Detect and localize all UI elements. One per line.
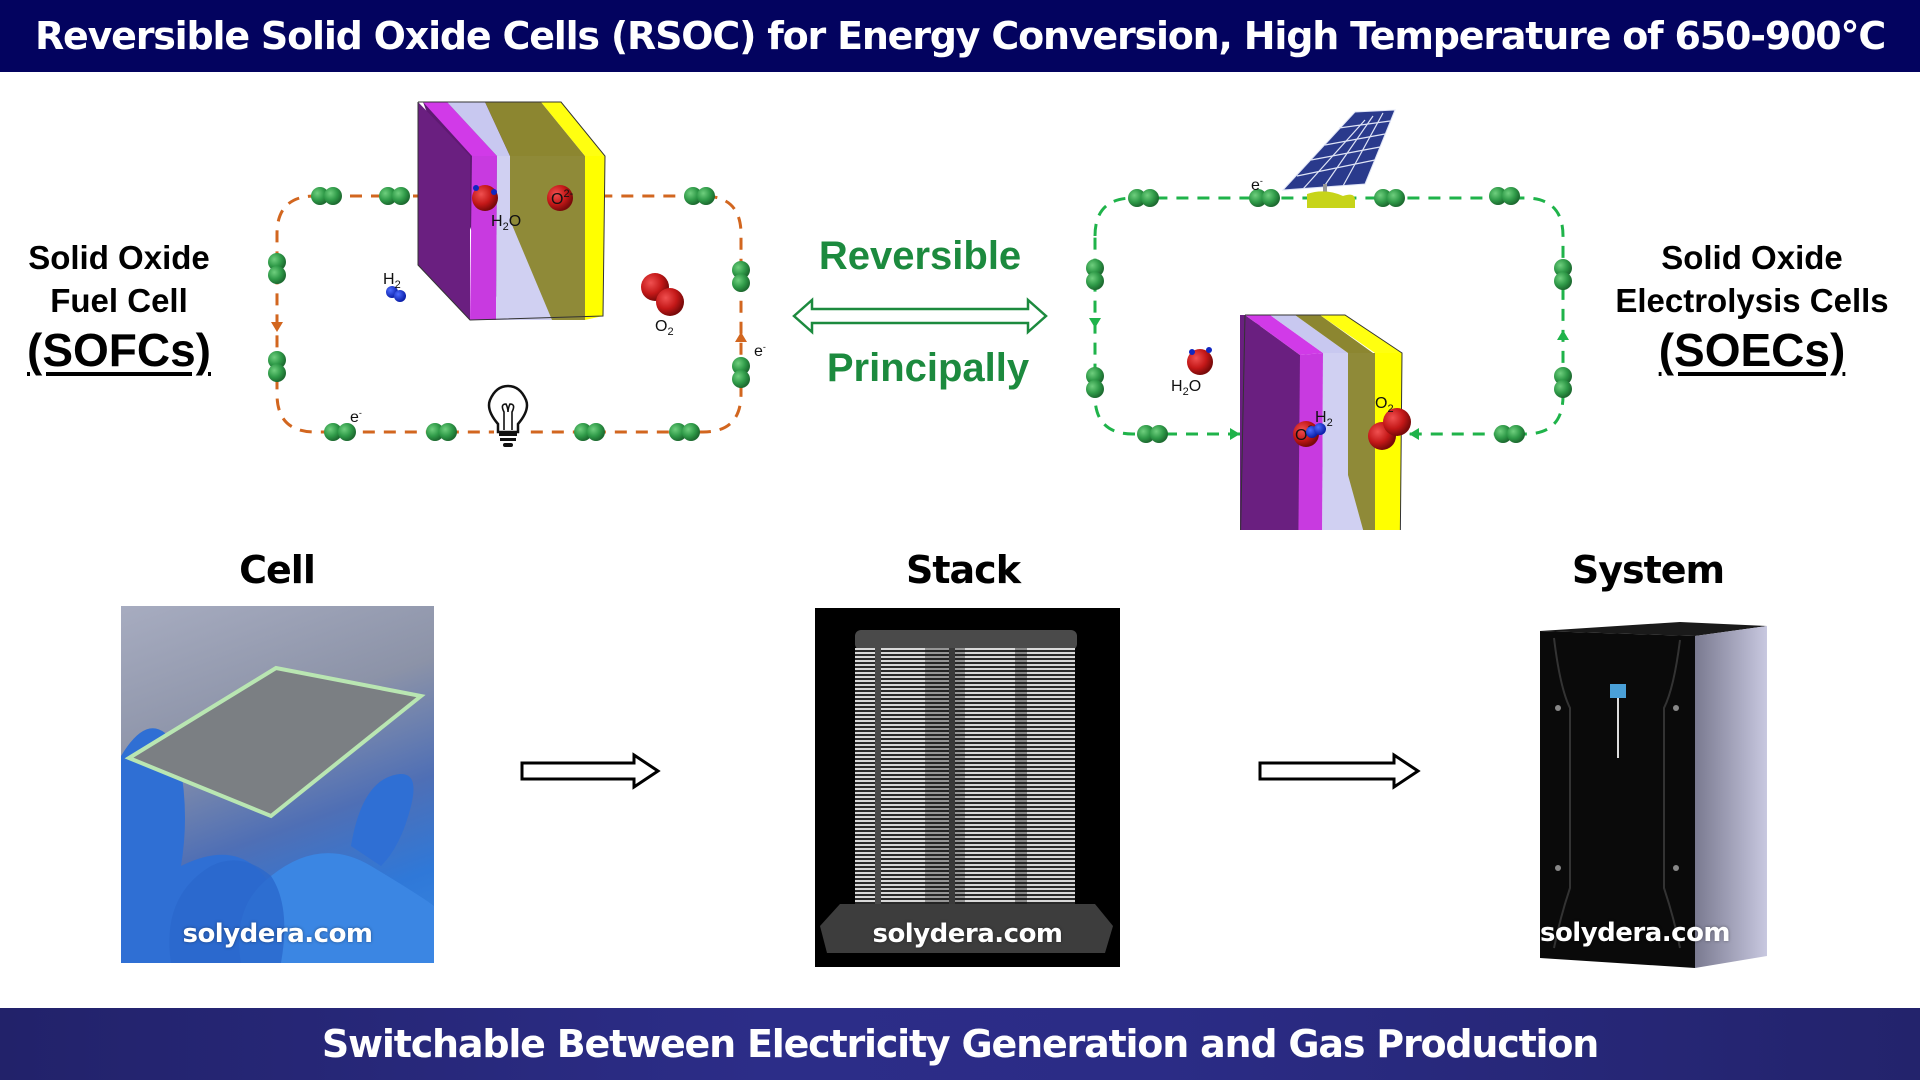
electron-pair — [1374, 189, 1405, 207]
soec-circuit-path — [1093, 196, 1565, 436]
sofc-cell-block-icon — [417, 101, 606, 321]
electron-pair — [1249, 189, 1280, 207]
stage-label-system: System — [1571, 548, 1725, 592]
electron-pair — [1554, 259, 1572, 290]
reversible-label: Reversible — [818, 234, 1022, 278]
sofc-label-line2: Fuel Cell — [50, 282, 188, 319]
electron-pairs — [268, 187, 750, 441]
soec-arrow-left — [1409, 428, 1419, 440]
svg-text:O2: O2 — [655, 318, 674, 338]
sofc-arrow-up — [735, 332, 747, 342]
principally-label: Principally — [826, 346, 1030, 390]
system-watermark: solydera.com — [1540, 918, 1731, 948]
sofc-label-line1: Solid Oxide — [28, 239, 210, 276]
h2-molecule: H2 — [383, 271, 406, 302]
cell-photo: solydera.com — [121, 606, 434, 963]
stage-label-cell: Cell — [239, 548, 316, 592]
soec-arrow-up — [1557, 330, 1569, 340]
electron-pair — [732, 357, 750, 388]
arrow-stack-to-system-icon — [1258, 752, 1421, 790]
footer-banner: Switchable Between Electricity Generatio… — [0, 1008, 1920, 1080]
sofc-label: Solid Oxide Fuel Cell (SOFCs) — [4, 236, 234, 378]
electron-pair — [1489, 187, 1520, 205]
electron-pair — [1554, 367, 1572, 398]
sofc-circuit-path — [275, 194, 743, 434]
electron-pair — [1086, 259, 1104, 290]
h2o-molecule: H2O — [472, 185, 521, 233]
electron-pair — [268, 351, 286, 382]
oxide-ion: O2- — [547, 185, 574, 211]
electron-pair — [268, 253, 286, 284]
system-photo: solydera.com — [1540, 618, 1770, 978]
soec-diagram: H2O O2- H2 O2 e- — [1086, 109, 1572, 530]
electron-pair — [1137, 425, 1168, 443]
light-bulb-icon — [487, 384, 529, 454]
o2-molecule: O2 — [1368, 395, 1411, 450]
footer-text: Switchable Between Electricity Generatio… — [321, 1022, 1599, 1066]
cell-watermark: solydera.com — [182, 919, 373, 949]
electron-label: e- — [1251, 176, 1263, 194]
page-title: Reversible Solid Oxide Cells (RSOC) for … — [34, 14, 1886, 58]
bidirectional-arrow-icon — [792, 297, 1048, 335]
electron-pair — [574, 423, 605, 441]
soec-label-line2: Electrolysis Cells — [1615, 282, 1889, 319]
electron-pair — [684, 187, 715, 205]
title-banner: Reversible Solid Oxide Cells (RSOC) for … — [0, 0, 1920, 72]
electron-label: e- — [754, 342, 766, 360]
cell-illustration — [121, 665, 434, 963]
electron-pair — [1494, 425, 1525, 443]
electron-pair — [379, 187, 410, 205]
soec-label: Solid Oxide Electrolysis Cells (SOECs) — [1596, 236, 1908, 378]
electron-pair — [311, 187, 342, 205]
stack-illustration — [820, 630, 1113, 953]
svg-text:H2O: H2O — [491, 213, 521, 233]
electron-pairs — [1086, 187, 1572, 443]
o2-molecule: O2 — [641, 273, 684, 338]
electron-pair — [1086, 367, 1104, 398]
arrow-cell-to-stack-icon — [520, 752, 661, 790]
electron-pair — [1128, 189, 1159, 207]
sofc-arrow-down — [271, 322, 283, 332]
soec-arrow-down — [1089, 318, 1101, 328]
system-illustration — [1540, 622, 1767, 968]
stack-watermark: solydera.com — [872, 919, 1063, 949]
svg-text:O2-: O2- — [551, 188, 574, 208]
electron-pair — [426, 423, 457, 441]
stack-photo: solydera.com — [815, 608, 1120, 967]
svg-text:H2O: H2O — [1171, 378, 1201, 398]
svg-text:O2: O2 — [1375, 395, 1394, 415]
electron-label: e- — [350, 408, 362, 426]
solar-panel-icon — [1281, 109, 1396, 208]
soec-abbreviation: (SOECs) — [1658, 324, 1846, 376]
stage-label-stack: Stack — [906, 548, 1021, 592]
soec-arrow-right — [1230, 428, 1240, 440]
svg-text:H2: H2 — [1315, 409, 1333, 429]
h2-molecule: H2 — [1306, 409, 1333, 438]
electron-pair — [669, 423, 700, 441]
svg-text:H2: H2 — [383, 271, 401, 291]
soec-label-line1: Solid Oxide — [1661, 239, 1843, 276]
h2o-molecule: H2O — [1171, 347, 1213, 398]
sofc-diagram: H2 H2O O2- O2 e- e- — [268, 101, 766, 454]
sofc-abbreviation: (SOFCs) — [27, 324, 211, 376]
electron-pair — [732, 261, 750, 292]
electron-pair — [324, 423, 356, 441]
